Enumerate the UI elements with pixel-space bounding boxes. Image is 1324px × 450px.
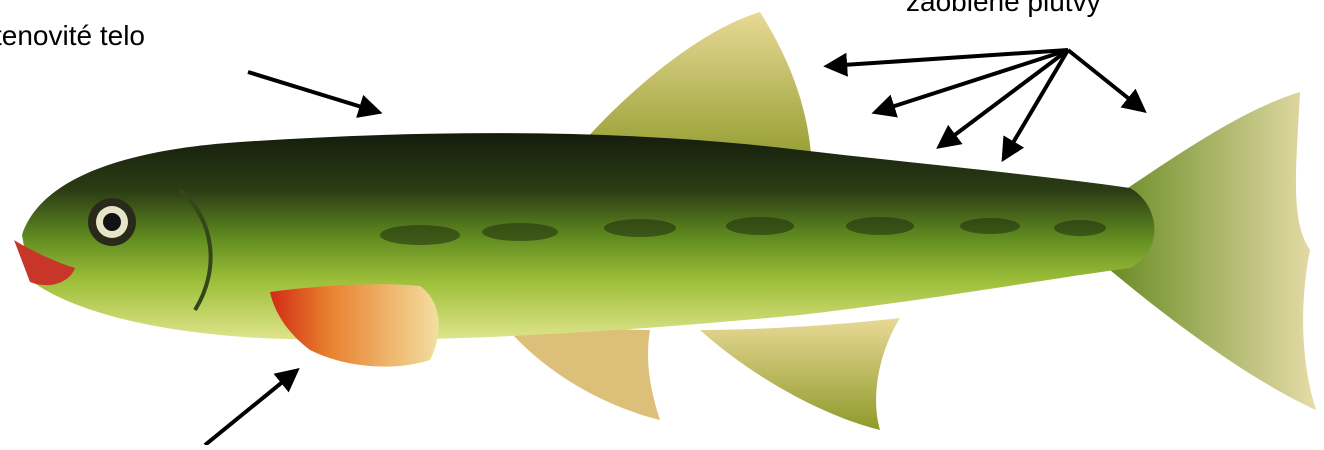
label-body-shape: tenovité telo bbox=[0, 22, 145, 50]
arrow-fin-tail bbox=[1068, 50, 1143, 110]
arrow-fin-anal bbox=[940, 50, 1068, 146]
label-fins: zaoblené plutvy bbox=[906, 0, 1101, 16]
arrow-pectoral bbox=[205, 371, 296, 445]
anal-fin bbox=[700, 318, 900, 430]
fish-body bbox=[22, 133, 1154, 340]
eye bbox=[88, 198, 136, 246]
pectoral-fin bbox=[270, 284, 439, 366]
arrow-body bbox=[248, 72, 378, 112]
